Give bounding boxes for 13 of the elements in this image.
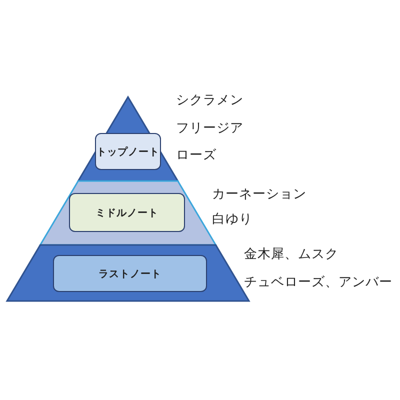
ingredient-label: フリージア	[176, 121, 244, 137]
tier-label: ラストノート	[98, 268, 162, 280]
note-tier-box	[53, 255, 207, 292]
ingredient-label: シクラメン	[176, 93, 244, 109]
tier-label: トップノート	[96, 145, 160, 158]
ingredient-label: ローズ	[176, 148, 216, 164]
tier-label: ミドルノート	[96, 206, 158, 220]
ingredient-label: カーネーション	[212, 187, 306, 203]
note-tier-box	[69, 193, 185, 232]
note-tier-box	[95, 133, 161, 170]
ingredient-label: 白ゆり	[212, 212, 252, 228]
ingredient-label: 金木犀、ムスク	[244, 247, 338, 263]
ingredient-label: チュベローズ、アンバー	[244, 275, 392, 291]
